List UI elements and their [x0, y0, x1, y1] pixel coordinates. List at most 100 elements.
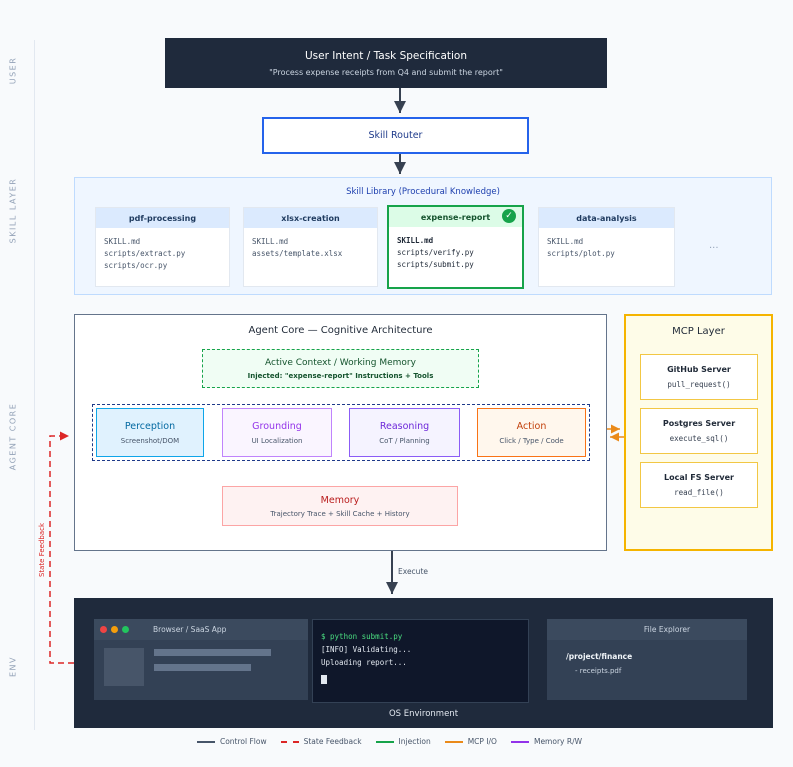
skill-library: Skill Library (Procedural Knowledge) pdf… — [74, 177, 772, 295]
mcp-server-fn: pull_request() — [667, 380, 731, 389]
maximize-dot-icon[interactable] — [122, 626, 129, 633]
skill-file: scripts/plot.py — [547, 249, 615, 258]
memory-sub: Trajectory Trace + Skill Cache + History — [270, 509, 410, 518]
legend-swatch — [375, 740, 394, 743]
os-environment-title: OS Environment — [388, 709, 459, 719]
skill-files: SKILL.md scripts/verify.py scripts/submi… — [389, 227, 522, 279]
stage-perception: Perception Screenshot/DOM — [96, 408, 204, 457]
mcp-server-name: GitHub Server — [667, 365, 731, 374]
skill-router-label: Skill Router — [368, 130, 423, 141]
terminal-command: $ python submit.py — [321, 632, 403, 641]
skill-file: SKILL.md — [104, 237, 141, 246]
text-placeholder-bar — [154, 664, 251, 671]
legend-swatch — [196, 740, 215, 743]
stage-title: Action — [516, 420, 547, 432]
user-intent-title: User Intent / Task Specification — [305, 49, 467, 62]
stage-grounding: Grounding UI Localization — [222, 408, 332, 457]
skill-file: scripts/extract.py — [104, 249, 186, 258]
close-dot-icon[interactable] — [100, 626, 107, 633]
legend-label: Memory R/W — [533, 737, 583, 746]
stage-sub: Click / Type / Code — [499, 436, 564, 445]
skill-files: SKILL.md assets/template.xlsx — [244, 228, 377, 268]
skill-files: SKILL.md scripts/plot.py — [539, 228, 674, 268]
legend-label: MCP I/O — [467, 737, 497, 746]
stage-sub: UI Localization — [251, 436, 303, 445]
terminal-window[interactable]: $ python submit.py [INFO] Validating... … — [312, 619, 529, 703]
legend-item-memory-rw: Memory R/W — [510, 737, 583, 746]
terminal-cursor — [321, 675, 327, 684]
text-placeholder-bar — [154, 649, 271, 656]
stage-reasoning: Reasoning CoT / Planning — [349, 408, 460, 457]
skill-card-pdf-processing[interactable]: pdf-processing SKILL.md scripts/extract.… — [95, 207, 230, 287]
file-explorer[interactable]: File Explorer /project/finance - receipt… — [547, 619, 747, 700]
mcp-server-github[interactable]: GitHub Server pull_request() — [640, 354, 758, 400]
skill-name: expense-report — [389, 207, 522, 227]
stage-sub: CoT / Planning — [379, 436, 430, 445]
skill-card-xlsx-creation[interactable]: xlsx-creation SKILL.md assets/template.x… — [243, 207, 378, 287]
skill-name: xlsx-creation — [244, 208, 377, 228]
memory-box: Memory Trajectory Trace + Skill Cache + … — [222, 486, 458, 526]
stage-title: Perception — [124, 420, 176, 432]
user-intent-quote: "Process expense receipts from Q4 and su… — [269, 67, 503, 77]
skill-file: scripts/ocr.py — [104, 261, 168, 270]
skill-file: SKILL.md — [252, 237, 289, 246]
minimize-dot-icon[interactable] — [111, 626, 118, 633]
explorer-path[interactable]: /project/finance — [566, 652, 633, 661]
skill-library-title: Skill Library (Procedural Knowledge) — [346, 187, 500, 197]
execute-label: Execute — [398, 567, 428, 576]
stage-sub: Screenshot/DOM — [120, 436, 180, 445]
legend: Control Flow State Feedback Injection MC… — [0, 737, 793, 746]
mcp-server-name: Local FS Server — [664, 473, 734, 482]
stage-title: Reasoning — [379, 420, 430, 432]
skill-card-expense-report[interactable]: expense-report ✓ SKILL.md scripts/verify… — [387, 205, 524, 289]
active-context-title: Active Context / Working Memory — [265, 357, 416, 368]
browser-title: Browser / SaaS App — [153, 625, 227, 634]
memory-title: Memory — [320, 494, 360, 506]
skill-file: SKILL.md — [397, 236, 434, 245]
skill-file: SKILL.md — [547, 237, 584, 246]
os-environment: OS Environment Browser / SaaS App $ pyth… — [74, 598, 773, 728]
agent-core-title: Agent Core — Cognitive Architecture — [248, 325, 433, 336]
legend-swatch — [510, 740, 529, 743]
skill-file: scripts/submit.py — [397, 260, 474, 269]
mcp-title: MCP Layer — [672, 326, 725, 337]
skill-router: Skill Router — [262, 117, 529, 154]
stage-title: Grounding — [252, 420, 302, 432]
browser-titlebar: Browser / SaaS App — [94, 619, 308, 640]
explorer-titlebar: File Explorer — [547, 619, 747, 640]
terminal-line: Uploading report... — [321, 658, 407, 667]
active-context: Active Context / Working Memory Injected… — [202, 349, 479, 388]
legend-swatch — [280, 740, 299, 743]
mcp-server-fn: read_file() — [674, 488, 724, 497]
legend-label: Injection — [398, 737, 431, 746]
legend-label: State Feedback — [303, 737, 362, 746]
legend-swatch — [444, 740, 463, 743]
arrow-state-feedback — [49, 431, 74, 664]
image-placeholder — [104, 648, 144, 686]
mcp-server-localfs[interactable]: Local FS Server read_file() — [640, 462, 758, 508]
browser-window[interactable]: Browser / SaaS App — [94, 619, 308, 700]
check-icon: ✓ — [502, 209, 516, 223]
legend-item-state-feedback: State Feedback — [280, 737, 362, 746]
skill-file: scripts/verify.py — [397, 248, 474, 257]
state-feedback-label: State Feedback — [38, 522, 46, 578]
skill-name: data-analysis — [539, 208, 674, 228]
mcp-server-fn: execute_sql() — [669, 434, 729, 443]
more-skills-ellipsis: ... — [709, 240, 719, 251]
legend-item-mcp-io: MCP I/O — [444, 737, 497, 746]
legend-item-injection: Injection — [375, 737, 431, 746]
skill-files: SKILL.md scripts/extract.py scripts/ocr.… — [96, 228, 229, 280]
cognitive-loop — [92, 404, 590, 461]
stage-action: Action Click / Type / Code — [477, 408, 586, 457]
terminal-line: [INFO] Validating... — [321, 645, 412, 654]
active-context-sub: Injected: "expense-report" Instructions … — [247, 371, 434, 380]
explorer-file[interactable]: - receipts.pdf — [575, 667, 622, 675]
skill-file: assets/template.xlsx — [252, 249, 343, 258]
mcp-server-postgres[interactable]: Postgres Server execute_sql() — [640, 408, 758, 454]
mcp-layer: MCP Layer GitHub Server pull_request() P… — [624, 314, 773, 551]
lane-divider — [34, 40, 35, 730]
skill-card-data-analysis[interactable]: data-analysis SKILL.md scripts/plot.py — [538, 207, 675, 287]
skill-name: pdf-processing — [96, 208, 229, 228]
legend-item-control-flow: Control Flow — [196, 737, 267, 746]
mcp-server-name: Postgres Server — [662, 419, 736, 428]
